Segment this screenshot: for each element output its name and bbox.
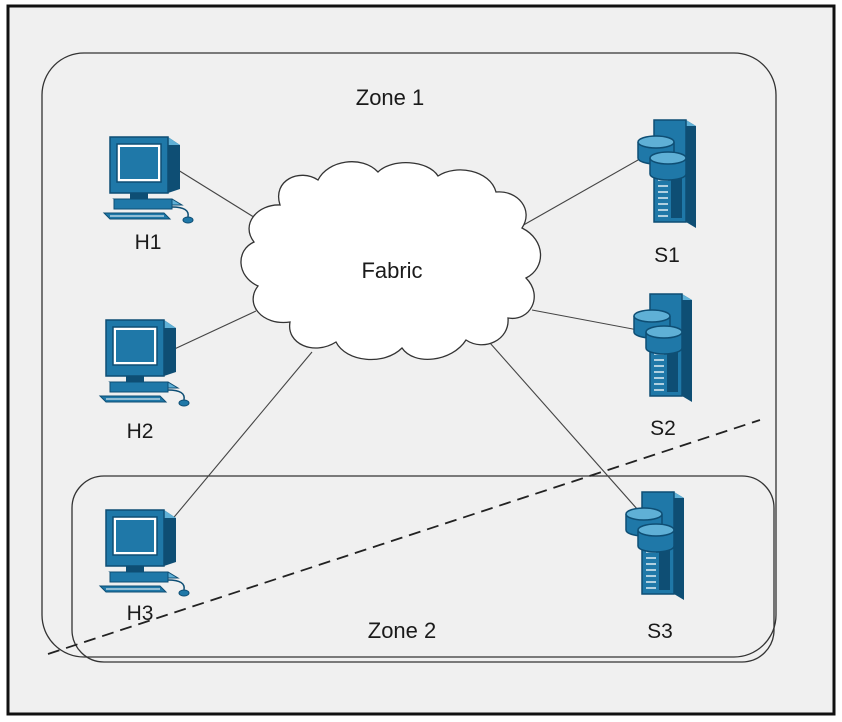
storage-s2-label: S2 — [650, 417, 676, 440]
zone-dashed-divider — [47, 419, 761, 655]
zone-1-boundary — [41, 52, 777, 658]
storage-s1[interactable]: S1 — [637, 119, 697, 267]
host-h1-label: H1 — [135, 231, 162, 254]
link-h3-fabric — [169, 351, 313, 523]
fabric-label: Fabric — [361, 258, 422, 283]
host-h3-label: H3 — [127, 602, 154, 625]
host-h3[interactable]: H3 — [99, 509, 190, 625]
storage-s2[interactable]: S2 — [633, 293, 693, 440]
link-s3-fabric — [489, 342, 639, 511]
link-s2-fabric — [531, 309, 639, 331]
zone-2-label: Zone 2 — [368, 618, 437, 643]
host-h2-label: H2 — [127, 420, 154, 443]
zone-1-label: Zone 1 — [356, 85, 425, 110]
host-h1[interactable]: H1 — [103, 136, 194, 254]
link-s1-fabric — [519, 159, 639, 228]
link-h1-fabric — [177, 169, 266, 225]
host-h2[interactable]: H2 — [99, 319, 190, 443]
storage-s3-label: S3 — [647, 620, 673, 643]
storage-s1-label: S1 — [654, 244, 680, 267]
zone-2-boundary — [71, 475, 775, 663]
storage-s3[interactable]: S3 — [625, 491, 685, 643]
fabric-cloud-icon — [240, 161, 542, 361]
link-h2-fabric — [167, 310, 257, 353]
